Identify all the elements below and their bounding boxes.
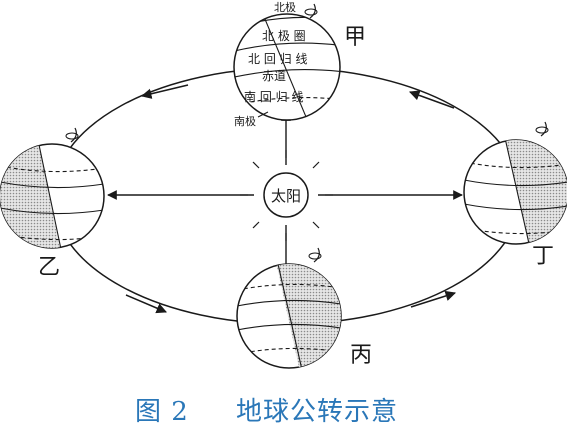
figure-title: 地球公转示意 bbox=[236, 397, 398, 427]
arctic-circle-label: 北 极 圈 bbox=[262, 29, 306, 43]
tropic-capricorn-label: 南 回 归 线 bbox=[244, 89, 303, 104]
position-label-bing: 丙 bbox=[350, 343, 372, 368]
position-label-jia: 甲 bbox=[344, 25, 366, 50]
direction-arrow-bottom-right bbox=[410, 290, 457, 308]
north-pole-label: 北极 bbox=[274, 0, 296, 14]
position-label-ding: 丁 bbox=[532, 244, 554, 269]
earth-globe-ding: 丁 bbox=[463, 121, 567, 269]
sun-label: 太阳 bbox=[271, 187, 301, 205]
south-pole-label: 南极 bbox=[234, 114, 256, 128]
sun: 太阳 bbox=[240, 150, 333, 241]
figure-number: 图 2 bbox=[135, 397, 189, 427]
earth-globe-bing: 丙 bbox=[236, 247, 372, 369]
earth-globe-yi: 乙 bbox=[0, 127, 105, 280]
tropic-cancer-label: 北 回 归 线 bbox=[248, 52, 307, 66]
direction-arrow-top-left bbox=[140, 84, 189, 99]
position-label-yi: 乙 bbox=[38, 255, 60, 280]
direction-arrow-top-right bbox=[409, 90, 455, 109]
equator-label: 赤道 bbox=[262, 69, 286, 83]
earth-globe-jia: 北极 北 极 圈 北 回 归 线 赤道 南 回 归 线 南极 甲 bbox=[233, 0, 366, 128]
direction-arrow-bottom-left bbox=[125, 294, 167, 314]
